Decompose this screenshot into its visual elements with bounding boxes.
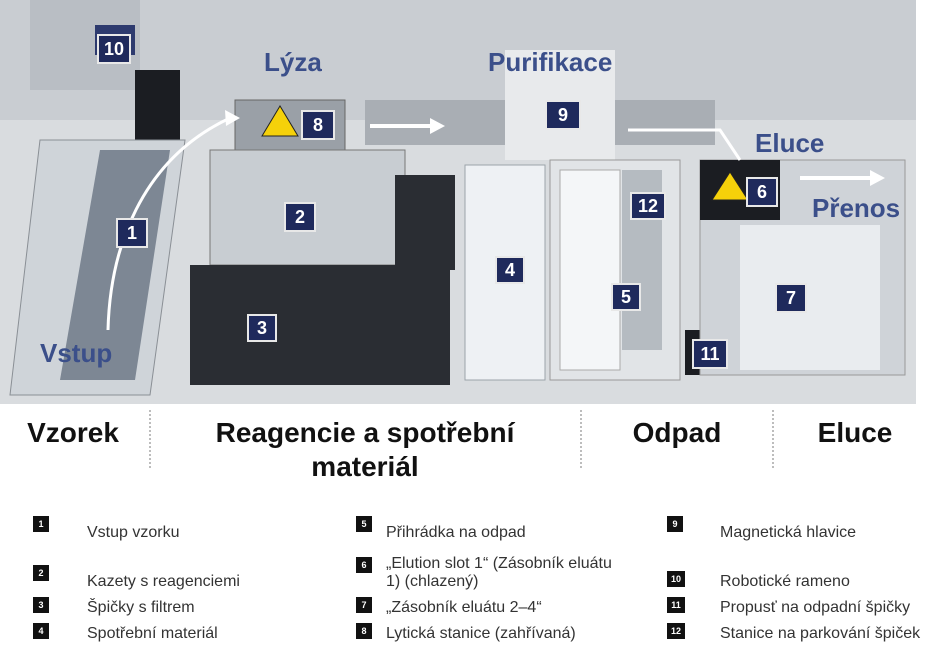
legend-text: Kazety s reagenciemi [87, 573, 240, 590]
legend-number: 7 [356, 597, 372, 613]
callout-10: 10 [97, 34, 131, 64]
callout-11: 11 [692, 339, 728, 369]
section-reagencie: Reagencie a spotřební materiál [215, 417, 515, 482]
label-prenos: Přenos [812, 193, 901, 223]
legend-number: 1 [33, 516, 49, 532]
legend-number: 4 [33, 623, 49, 639]
label-lyza: Lýza [264, 47, 322, 77]
legend-text: Magnetická hlavice [720, 524, 857, 541]
legend-number: 6 [356, 557, 372, 573]
label-vstup: Vstup [40, 338, 113, 368]
legend-text: Stanice na parkování špiček [720, 625, 921, 642]
label-eluce-photo: Eluce [755, 128, 825, 158]
separator [149, 410, 151, 468]
instrument-photo [0, 0, 916, 404]
section-odpad: Odpad [632, 417, 722, 448]
legend-number: 8 [356, 623, 372, 639]
callout-12: 12 [630, 192, 666, 220]
callout-2: 2 [284, 202, 316, 232]
legend-text: Přihrádka na odpad [386, 524, 526, 541]
callout-4: 4 [495, 256, 525, 284]
legend-text: „Zásobník eluátu 2–4“ [386, 599, 542, 616]
legend-text: Lytická stanice (zahřívaná) [386, 625, 576, 642]
callout-9: 9 [545, 100, 581, 130]
legend-text: Spotřební materiál [87, 625, 218, 642]
label-purifikace: Purifikace [488, 47, 613, 77]
callout-7: 7 [775, 283, 807, 313]
section-vzorek: Vzorek [27, 417, 119, 448]
callout-6: 6 [746, 177, 778, 207]
callout-3: 3 [247, 314, 277, 342]
separator [772, 410, 774, 468]
legend-text: Propusť na odpadní špičky [720, 599, 911, 616]
legend-number: 2 [33, 565, 49, 581]
legend-number: 5 [356, 516, 372, 532]
legend-number: 10 [667, 571, 685, 587]
legend-number: 9 [667, 516, 683, 532]
separator [580, 410, 582, 468]
callout-5: 5 [611, 283, 641, 311]
legend-text: Robotické rameno [720, 573, 850, 590]
legend-number: 3 [33, 597, 49, 613]
section-eluce: Eluce [817, 417, 893, 448]
legend-text: Vstup vzorku [87, 524, 180, 541]
callout-8: 8 [301, 110, 335, 140]
legend-number: 11 [667, 597, 685, 613]
legend-number: 12 [667, 623, 685, 639]
callout-1: 1 [116, 218, 148, 248]
legend-text: „Elution slot 1“ (Zásobník eluátu 1) (ch… [386, 555, 612, 590]
legend-text: Špičky s filtrem [87, 599, 195, 616]
